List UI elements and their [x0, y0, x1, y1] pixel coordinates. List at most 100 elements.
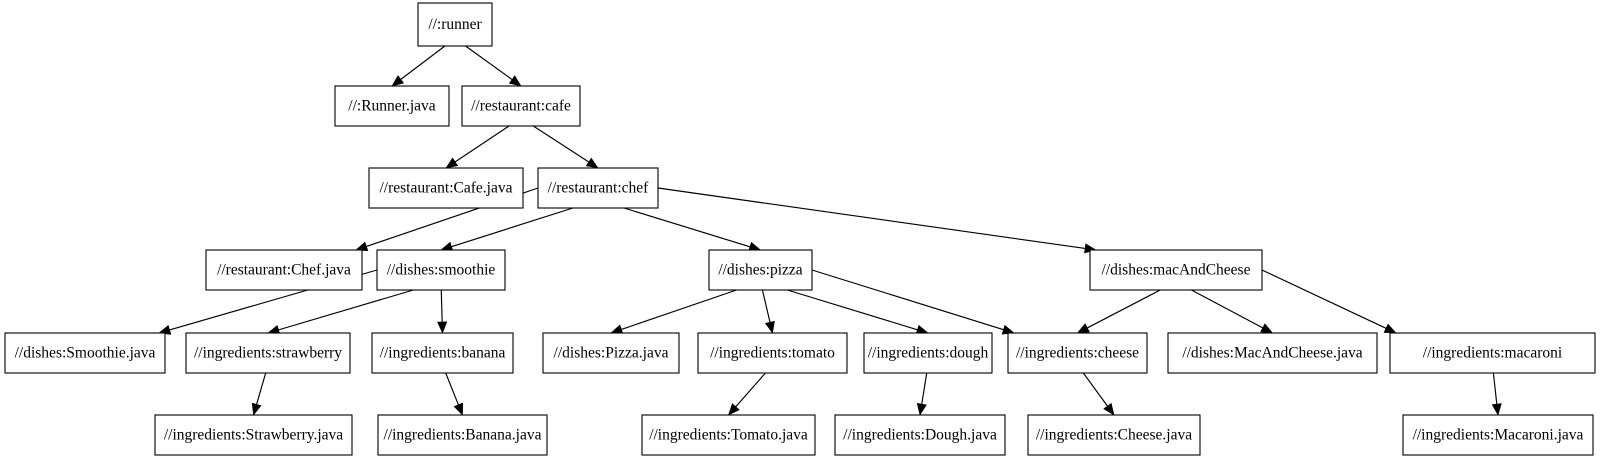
graph-edge	[1082, 372, 1108, 407]
node-box[interactable]	[185, 332, 351, 374]
graph-edge-arrowhead	[1103, 402, 1115, 416]
graph-edge	[454, 125, 510, 163]
graph-node-restaurant_chef[interactable]: //restaurant:chef	[537, 167, 659, 209]
graph-edge-arrowhead	[916, 403, 927, 416]
node-label: //ingredients:strawberry	[194, 345, 342, 362]
node-label: //restaurant:Cafe.java	[380, 180, 513, 197]
node-label: //restaurant:cafe	[471, 98, 571, 115]
graph-node-runner[interactable]: //:runner	[417, 2, 493, 47]
node-label: //:runner	[428, 16, 482, 33]
node-label: //dishes:Pizza.java	[554, 345, 669, 362]
node-box[interactable]	[834, 414, 1006, 456]
graph-edge	[623, 207, 751, 248]
graph-edge-arrowhead	[1491, 403, 1502, 416]
graph-edge-arrowhead	[391, 75, 405, 87]
graph-edge	[400, 45, 446, 80]
node-box[interactable]	[697, 332, 848, 374]
node-box[interactable]	[863, 332, 993, 374]
graph-node-ing_strawberry[interactable]: //ingredients:strawberry	[185, 332, 351, 374]
graph-edge	[278, 289, 414, 331]
graph-edge	[440, 289, 443, 323]
node-label: //dishes:macAndCheese	[1102, 262, 1251, 279]
node-label: //ingredients:macaroni	[1423, 345, 1563, 362]
node-box[interactable]	[368, 167, 524, 209]
graph-node-dishes_smoothie[interactable]: //dishes:smoothie	[376, 249, 506, 291]
graph-node-dishes_macandcheese[interactable]: //dishes:macAndCheese	[1089, 249, 1263, 291]
node-label: //dishes:Smoothie.java	[15, 345, 156, 362]
graph-node-ing_tomato[interactable]: //ingredients:tomato	[697, 332, 848, 374]
graph-edge	[657, 187, 1086, 250]
node-box[interactable]	[1402, 414, 1594, 456]
graph-edge	[787, 289, 918, 331]
node-box[interactable]	[1089, 249, 1263, 291]
node-box[interactable]	[205, 249, 363, 291]
graph-edge	[465, 45, 513, 81]
graph-node-dishes_pizza_java[interactable]: //dishes:Pizza.java	[542, 332, 680, 374]
node-box[interactable]	[1167, 332, 1378, 374]
node-label: //restaurant:chef	[548, 180, 650, 197]
graph-edge	[256, 372, 267, 405]
graph-node-ing_banana_java[interactable]: //ingredients:Banana.java	[377, 414, 548, 456]
node-box[interactable]	[708, 249, 813, 291]
node-box[interactable]	[417, 2, 493, 47]
graph-edge-arrowhead	[1260, 323, 1274, 334]
node-box[interactable]	[1027, 414, 1201, 456]
node-box[interactable]	[641, 414, 816, 456]
node-box[interactable]	[376, 249, 506, 291]
node-box[interactable]	[1007, 332, 1148, 374]
node-box[interactable]	[4, 332, 166, 374]
graph-node-ing_banana[interactable]: //ingredients:banana	[371, 332, 514, 374]
graph-node-restaurant_chef_java[interactable]: //restaurant:Chef.java	[205, 249, 363, 291]
graph-edge	[1086, 289, 1161, 329]
node-label: //ingredients:Banana.java	[384, 427, 542, 444]
node-box[interactable]	[334, 85, 450, 127]
graph-edge-arrowhead	[727, 403, 740, 416]
node-label: //ingredients:Tomato.java	[649, 427, 808, 444]
graph-node-ing_strawberry_java[interactable]: //ingredients:Strawberry.java	[154, 414, 353, 456]
graph-edge-arrowhead	[437, 321, 448, 334]
graph-edge	[533, 125, 590, 163]
graph-node-ing_tomato_java[interactable]: //ingredients:Tomato.java	[641, 414, 816, 456]
node-label: //ingredients:dough	[868, 345, 989, 362]
graph-node-dishes_smoothie_java[interactable]: //dishes:Smoothie.java	[4, 332, 166, 374]
graph-edge	[445, 372, 459, 406]
node-label: //ingredients:cheese	[1016, 345, 1139, 362]
graph-edge	[735, 372, 766, 408]
graph-edge	[1191, 289, 1264, 329]
graph-edge	[1261, 269, 1387, 329]
graph-node-restaurant_cafe[interactable]: //restaurant:cafe	[461, 85, 581, 127]
node-box[interactable]	[542, 332, 680, 374]
node-box[interactable]	[371, 332, 514, 374]
graph-node-ing_dough_java[interactable]: //ingredients:Dough.java	[834, 414, 1006, 456]
node-box[interactable]	[154, 414, 353, 456]
graph-node-ing_dough[interactable]: //ingredients:dough	[863, 332, 993, 374]
graph-node-restaurant_cafe_java[interactable]: //restaurant:Cafe.java	[368, 167, 524, 209]
node-label: //dishes:MacAndCheese.java	[1182, 345, 1362, 362]
graph-edge-arrowhead	[1383, 323, 1397, 334]
node-label: //dishes:smoothie	[387, 262, 496, 279]
graph-node-ing_macaroni_java[interactable]: //ingredients:Macaroni.java	[1402, 414, 1594, 456]
graph-node-dishes_macandcheese_java[interactable]: //dishes:MacAndCheese.java	[1167, 332, 1378, 374]
graph-edge	[811, 269, 1004, 331]
node-label: //ingredients:Strawberry.java	[164, 427, 343, 444]
node-box[interactable]	[377, 414, 548, 456]
graph-edge	[761, 289, 771, 323]
graph-edge-arrowhead	[453, 402, 463, 416]
graph-edge-arrowhead	[508, 75, 522, 87]
graph-node-ing_macaroni[interactable]: //ingredients:macaroni	[1389, 332, 1596, 374]
graph-node-ing_cheese[interactable]: //ingredients:cheese	[1007, 332, 1148, 374]
graph-edge-arrowhead	[251, 402, 262, 416]
graph-node-runner_java[interactable]: //:Runner.java	[334, 85, 450, 127]
graph-node-ing_cheese_java[interactable]: //ingredients:Cheese.java	[1027, 414, 1201, 456]
graph-edge-arrowhead	[445, 157, 459, 169]
graph-node-dishes_pizza[interactable]: //dishes:pizza	[708, 249, 813, 291]
node-label: //ingredients:Macaroni.java	[1413, 427, 1584, 444]
node-box[interactable]	[461, 85, 581, 127]
node-box[interactable]	[1389, 332, 1596, 374]
node-box[interactable]	[537, 167, 659, 209]
node-label: //:Runner.java	[348, 98, 436, 115]
graph-edge	[621, 289, 737, 330]
graph-edge	[1492, 372, 1498, 405]
